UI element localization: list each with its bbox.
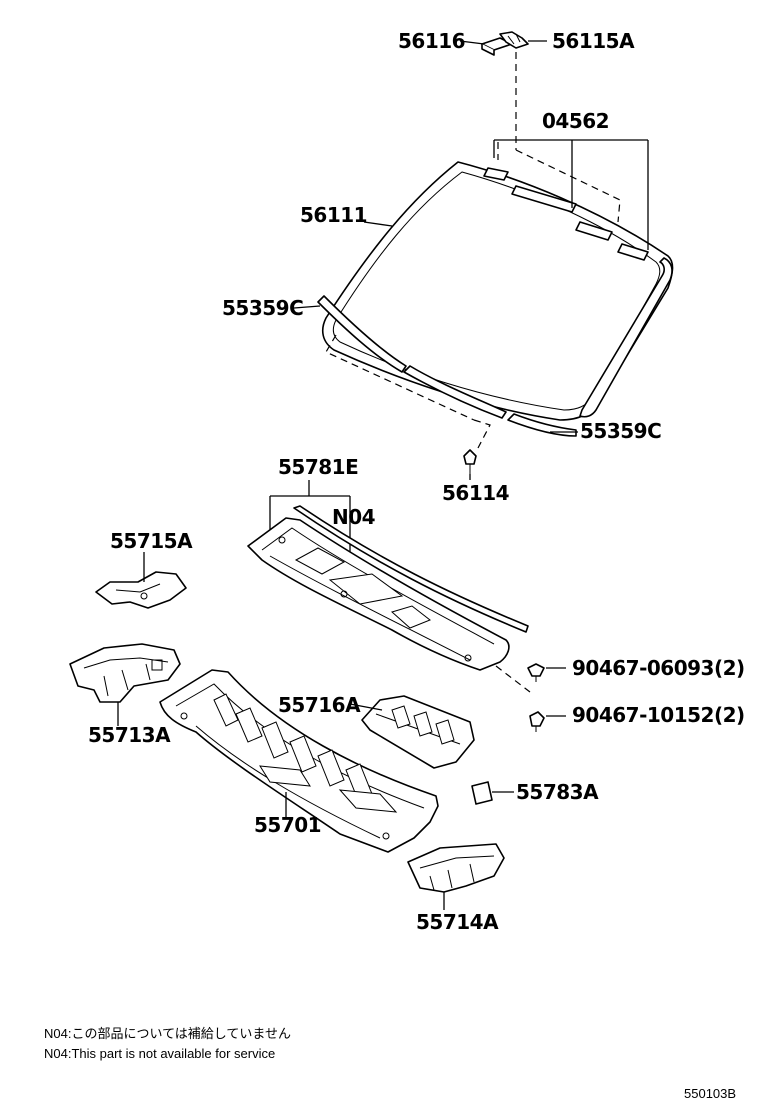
pad-55783A-drawing: [471, 781, 493, 805]
label-55359C-right: 55359C: [580, 419, 661, 443]
cowl-top-panel-drawing: [247, 505, 529, 671]
label-N04: N04: [332, 505, 375, 529]
label-55359C-left: 55359C: [222, 296, 303, 320]
diagram-id: 550103B: [684, 1086, 736, 1101]
label-56114: 56114: [442, 481, 509, 505]
label-56116: 56116: [398, 29, 465, 53]
label-04562: 04562: [542, 109, 609, 133]
clip-56114-drawing: [463, 449, 477, 474]
label-55713A: 55713A: [88, 723, 171, 747]
cowl-panel-55701-drawing: [159, 669, 439, 853]
label-55783A: 55783A: [516, 780, 599, 804]
bracket-55713A-drawing: [69, 643, 181, 703]
note-en: N04:This part is not available for servi…: [44, 1046, 275, 1061]
label-55715A: 55715A: [110, 529, 193, 553]
bracket-55716A-drawing: [361, 695, 475, 769]
fastener-90467-10152-drawing: [529, 711, 545, 732]
fastener-90467-06093-drawing: [527, 663, 545, 682]
bracket-55714A-drawing: [407, 843, 505, 893]
label-55781E: 55781E: [278, 455, 358, 479]
clip-56116-drawing: [481, 31, 529, 56]
note-jp: N04:この部品については補給していません: [44, 1026, 291, 1041]
label-56115A: 56115A: [552, 29, 635, 53]
windshield-glass-drawing: [321, 161, 674, 421]
lower-molding-drawing: [317, 295, 577, 437]
label-90467-10152: 90467-10152(2): [572, 703, 745, 727]
label-55716A: 55716A: [278, 693, 361, 717]
label-55701: 55701: [254, 813, 321, 837]
label-55714A: 55714A: [416, 910, 499, 934]
label-56111: 56111: [300, 203, 367, 227]
label-90467-06093: 90467-06093(2): [572, 656, 745, 680]
bracket-55715A-drawing: [95, 571, 187, 609]
